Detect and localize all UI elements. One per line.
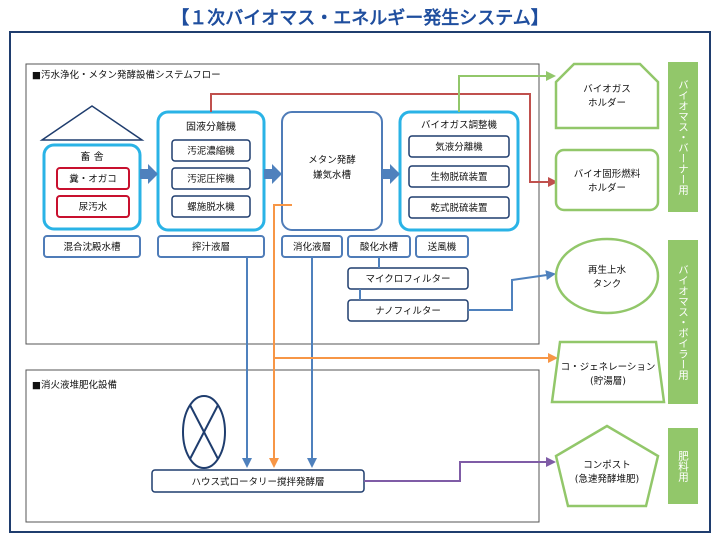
- digester-line1: メタン発酵: [308, 154, 356, 166]
- microfilter-label: マイクロフィルター: [365, 274, 450, 285]
- separator-item-box-3: [171, 195, 251, 218]
- nanofilter-label: ナノフィルター: [375, 306, 441, 317]
- blower-label: 送風機: [428, 241, 457, 253]
- microfilter-box: [347, 267, 469, 290]
- rotary-tank-label: ハウス式ロータリー撹拌発酵層: [191, 476, 324, 488]
- arrow-barn-to-separator: [140, 164, 158, 184]
- press-tank-box: [157, 235, 265, 258]
- page-title: 【１次バイオマス・エネルギー発生システム】: [171, 8, 549, 29]
- barn-item-dung: 糞・オガコ: [69, 173, 117, 185]
- blower-box: [415, 235, 469, 258]
- gas-unit-label: バイオガス調整機: [421, 119, 498, 131]
- section-upper-box: [25, 63, 540, 345]
- digested-tank-label: 消化液層: [293, 241, 331, 253]
- separator-item-2: 汚泥圧搾機: [187, 173, 235, 185]
- gas-item-box-2: [408, 165, 510, 188]
- barn-label: 畜 舎: [80, 150, 103, 163]
- side-bar-burner: [668, 62, 698, 212]
- side-bar-boiler: [668, 240, 698, 404]
- solid-fuel-line1: バイオ固形燃料: [574, 168, 641, 180]
- gas-holder-line1: バイオガス: [583, 84, 631, 95]
- side-label-burner: バイオマス・バーナー用: [677, 79, 689, 195]
- water-tank-line2: タンク: [593, 279, 622, 290]
- gas-holder-shape: [554, 62, 660, 130]
- press-tank-label: 搾汁液層: [192, 241, 230, 253]
- side-bar-fertilizer: [668, 428, 698, 504]
- water-tank-line1: 再生上水: [588, 264, 627, 276]
- solid-fuel-shape: [554, 148, 660, 212]
- separator-item-box-1: [171, 139, 251, 162]
- mixed-tank-box: [43, 235, 141, 258]
- section-upper-label: ■汚水浄化・メタン発酵設備システムフロー: [32, 69, 221, 81]
- side-label-fertilizer: 肥料用: [677, 450, 689, 482]
- gas-item-box-1: [408, 135, 510, 158]
- barn-item-urine-box: [56, 195, 130, 218]
- flow-nanofilter-to-water: [468, 270, 556, 311]
- compost-shape: [554, 424, 660, 508]
- section-lower-box: [25, 369, 540, 523]
- barn-item-dung-box: [56, 167, 130, 190]
- digester-line2: 嫌気水槽: [313, 169, 352, 181]
- solid-fuel-line2: ホルダー: [588, 182, 626, 194]
- cogeneration-line2: (貯湯層): [590, 375, 626, 387]
- outer-frame: [9, 31, 711, 533]
- gas-holder-line2: ホルダー: [588, 97, 626, 109]
- flow-digester-heat: [269, 204, 292, 468]
- compost-line1: コンポスト: [583, 460, 631, 471]
- barn-roof: [39, 105, 145, 141]
- arrow-digester-to-gas: [382, 164, 400, 184]
- gas-item-1: 気液分離機: [435, 141, 483, 153]
- separator-item-box-2: [171, 167, 251, 190]
- side-label-boiler: バイオマス・ボイラー用: [677, 264, 689, 380]
- water-tank-shape: [554, 237, 660, 315]
- compost-line2: (急速発酵堆肥): [575, 473, 639, 485]
- oxidation-tank-label: 酸化水槽: [360, 241, 399, 253]
- gas-item-2: 生物脱硫装置: [430, 171, 487, 183]
- section-lower-label: ■消火液堆肥化設備: [32, 379, 117, 391]
- flow-rotary-to-compost: [364, 457, 556, 482]
- arrow-separator-to-digester: [264, 164, 282, 184]
- separator-item-1: 汚泥濃縮機: [187, 145, 235, 157]
- cogeneration-line1: コ・ジェネレーション: [561, 362, 656, 373]
- barn-item-urine: 尿汚水: [79, 201, 108, 213]
- gas-item-box-3: [408, 196, 510, 219]
- flow-gas-to-holder: [458, 71, 556, 112]
- separator-item-3: 螺施脱水機: [187, 201, 235, 213]
- separator-label: 固液分離機: [186, 120, 236, 133]
- flow-separator-to-fuel: [210, 93, 558, 187]
- cogeneration-shape: [550, 340, 666, 404]
- rotary-mixer-icon-cross-2: [189, 404, 219, 460]
- mixed-tank-label: 混合沈殿水槽: [63, 241, 121, 253]
- gas-item-3: 乾式脱硫装置: [430, 202, 487, 214]
